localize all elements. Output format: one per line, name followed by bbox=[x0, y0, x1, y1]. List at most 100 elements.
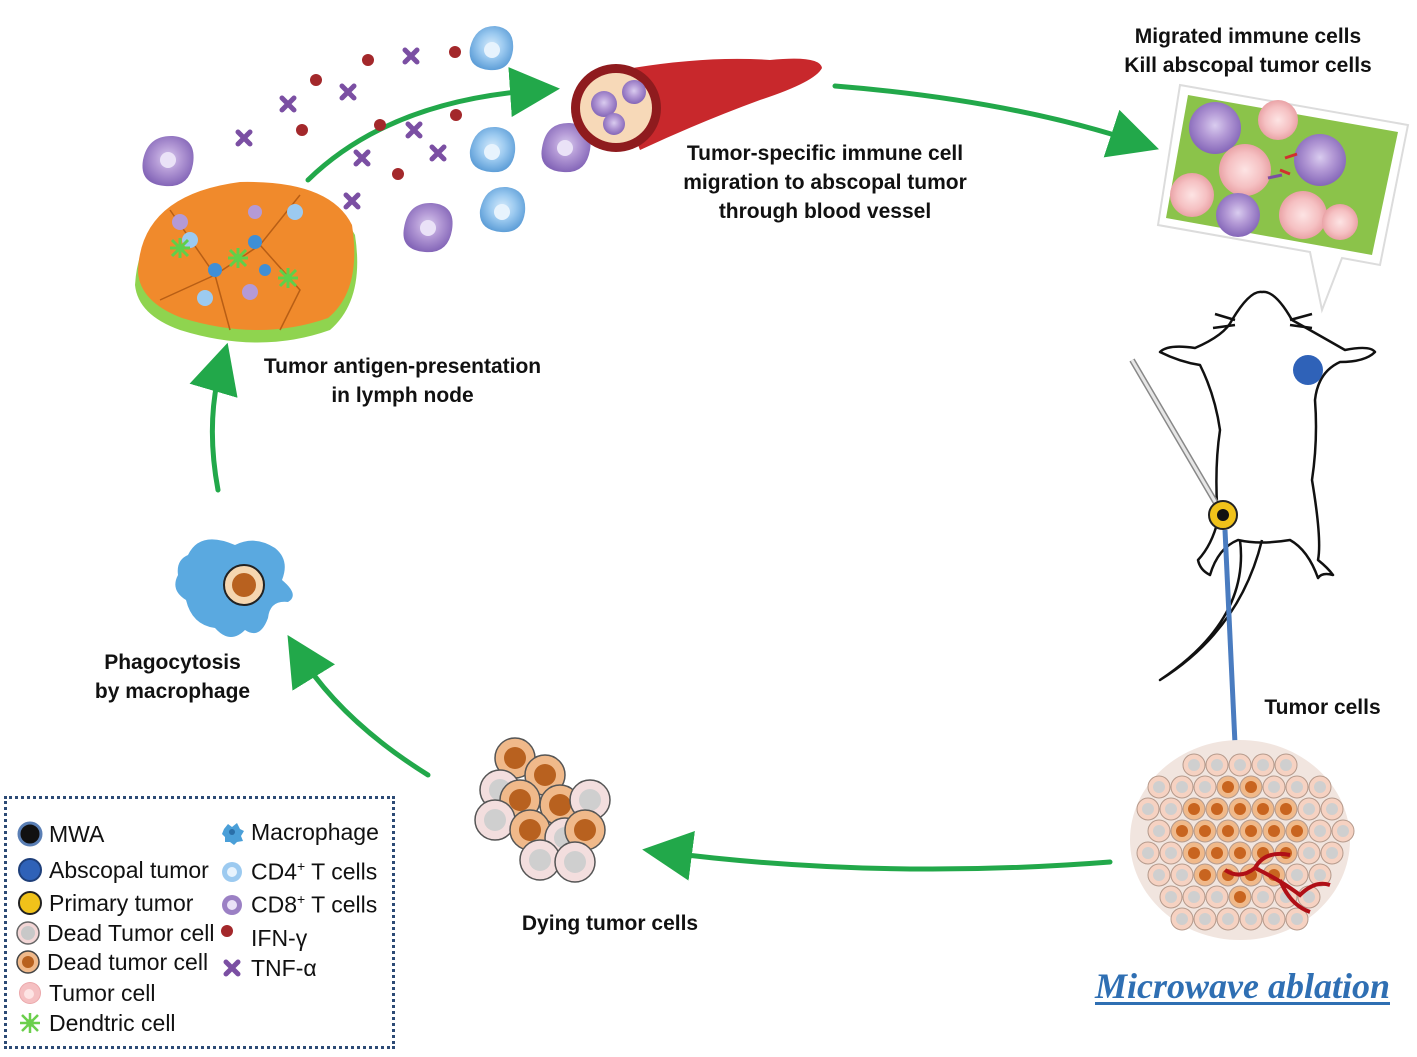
legend-item-primary-tumor: Primary tumor bbox=[17, 888, 193, 918]
arrow-vessel-to-abscopal bbox=[832, 83, 1159, 158]
macrophage-engulfing bbox=[175, 539, 293, 638]
tumor-mass-cell bbox=[1193, 775, 1217, 799]
tumor-mass-cell bbox=[1228, 841, 1252, 865]
legend-item-macrophage: Macrophage bbox=[219, 817, 379, 847]
floating-t-cells bbox=[142, 26, 591, 253]
tumor-mass-cell bbox=[1216, 775, 1240, 799]
tumor-mass-cell bbox=[1251, 753, 1275, 777]
tumor-mass-cell bbox=[1205, 797, 1229, 821]
legend-item-dendritic-cell: Dendtric cell bbox=[17, 1008, 176, 1038]
tumor-mass-cell bbox=[1228, 797, 1252, 821]
abscopal-tumor-marker bbox=[1293, 355, 1323, 385]
migrated-label: Migrated immune cells Kill abscopal tumo… bbox=[1098, 22, 1398, 80]
arrow-lymph-to-vessel bbox=[305, 67, 560, 183]
tumor-mass-cell bbox=[1262, 775, 1286, 799]
tumor-mass-cell bbox=[1147, 863, 1171, 887]
tumor-mass-cell bbox=[1159, 885, 1183, 909]
tumor-mass-cell bbox=[1193, 907, 1217, 931]
tumor-mass-cell bbox=[1308, 775, 1332, 799]
primary-tumor-icon bbox=[18, 891, 42, 915]
blood-vessel bbox=[571, 58, 822, 152]
cycle-arrows bbox=[189, 67, 1159, 881]
tumor-mass-cell bbox=[1170, 907, 1194, 931]
arrow-phagocytosis-to-lymph bbox=[189, 342, 238, 493]
tumor-mass-cell bbox=[1205, 841, 1229, 865]
lymph-label-line2: in lymph node bbox=[331, 384, 474, 407]
dying-tumor-cell bbox=[554, 841, 596, 883]
tumor-mass-cell bbox=[1147, 819, 1171, 843]
abscopal-tumor-panel bbox=[1156, 83, 1410, 314]
dead-tumor-cell-grey-icon bbox=[16, 921, 40, 945]
tumor-mass-cell bbox=[1147, 775, 1171, 799]
tumor-mass-cell bbox=[1239, 819, 1263, 843]
legend-item-cd8-t-cells: CD8+ T cells bbox=[219, 890, 377, 920]
lymph-label: Tumor antigen-presentation in lymph node bbox=[240, 352, 565, 410]
lymph-label-line1: Tumor antigen-presentation bbox=[263, 355, 542, 378]
tumor-mass-cell bbox=[1216, 819, 1240, 843]
tumor-mass-cell bbox=[1228, 753, 1252, 777]
cd8-t-cell-icon bbox=[222, 895, 242, 915]
legend-item-tumor-cell: Tumor cell bbox=[17, 978, 156, 1008]
tumor-mass-cell bbox=[1251, 885, 1275, 909]
tumor-mass-cell bbox=[1320, 841, 1344, 865]
cd4-t-cell-icon bbox=[222, 862, 242, 882]
migration-label: Tumor-specific immune cell migration to … bbox=[650, 139, 1000, 226]
microwave-ablation-title: Microwave ablation bbox=[1095, 966, 1390, 1006]
tumor-mass-cell bbox=[1228, 885, 1252, 909]
tumor-mass-cell bbox=[1205, 885, 1229, 909]
abscopal-tumor-icon bbox=[18, 858, 42, 882]
tumor-mass-cell bbox=[1239, 775, 1263, 799]
tumor-mass-cell bbox=[1159, 797, 1183, 821]
tumor-mass-cell bbox=[1262, 819, 1286, 843]
migrated-label-line1: Migrated immune cells bbox=[1134, 25, 1362, 48]
tumor-cell-icon bbox=[19, 982, 41, 1004]
legend-item-tnf-alpha: TNF-α bbox=[219, 953, 317, 983]
legend-item-abscopal-tumor: Abscopal tumor bbox=[17, 855, 209, 885]
tumor-mass-cell bbox=[1170, 863, 1194, 887]
dying-label: Dying tumor cells bbox=[521, 912, 699, 935]
legend-item-ifn-gamma: IFN-γ bbox=[219, 923, 307, 953]
mouse-outline bbox=[1158, 290, 1377, 682]
mwa-needle bbox=[1129, 358, 1223, 512]
tumor-mass-cell bbox=[1205, 753, 1229, 777]
dying-tumor-cell bbox=[474, 799, 516, 841]
arrow-dying-to-phagocytosis bbox=[287, 634, 431, 778]
tumor-mass-cell bbox=[1285, 775, 1309, 799]
phagocytosis-label-line1: Phagocytosis bbox=[104, 651, 241, 674]
tumor-mass-cell bbox=[1170, 775, 1194, 799]
tumor-mass-cell bbox=[1136, 797, 1160, 821]
tumor-mass-cell bbox=[1285, 907, 1309, 931]
tumor-mass-cell bbox=[1251, 797, 1275, 821]
ifn-gamma-dots bbox=[296, 46, 462, 180]
tumor-mass-cell bbox=[1136, 841, 1160, 865]
migration-label-line3: through blood vessel bbox=[718, 200, 932, 223]
tumor-mass-cell bbox=[1331, 819, 1355, 843]
tumor-mass-cell bbox=[1182, 885, 1206, 909]
tumor-mass-cell bbox=[1170, 819, 1194, 843]
macrophage-icon bbox=[222, 823, 244, 845]
tumor-mass-cell bbox=[1159, 841, 1183, 865]
tumor-mass-cell bbox=[1182, 797, 1206, 821]
phagocytosis-label: Phagocytosis by macrophage bbox=[70, 648, 275, 706]
tnf-alpha-icon bbox=[223, 959, 241, 977]
tumor-mass-cell bbox=[1216, 907, 1240, 931]
legend-item-dead-tumor-cell-orange: Dead tumor cell bbox=[15, 947, 208, 977]
tumor-mass-cell bbox=[1182, 841, 1206, 865]
tumor-mass-cell bbox=[1297, 797, 1321, 821]
tumor-mass-cell bbox=[1308, 819, 1332, 843]
tnf-alpha-crosses bbox=[235, 47, 447, 210]
tumor-mass-cell bbox=[1193, 863, 1217, 887]
tumor-mass-cell bbox=[1320, 797, 1344, 821]
dead-tumor-cell-orange-icon bbox=[16, 950, 40, 974]
migration-label-line1: Tumor-specific immune cell bbox=[686, 142, 964, 165]
phagocytosis-label-line2: by macrophage bbox=[94, 680, 251, 703]
migrated-label-line2: Kill abscopal tumor cells bbox=[1124, 54, 1372, 77]
tumor-mass-cell bbox=[1285, 863, 1309, 887]
tumor-mass-cell bbox=[1308, 863, 1332, 887]
tumor-mass-cell bbox=[1182, 753, 1206, 777]
dying-tumor-cell bbox=[519, 839, 561, 881]
tumor-mass-cell bbox=[1274, 797, 1298, 821]
ifn-gamma-icon bbox=[221, 925, 233, 937]
dying-tumor-cells bbox=[474, 737, 611, 883]
